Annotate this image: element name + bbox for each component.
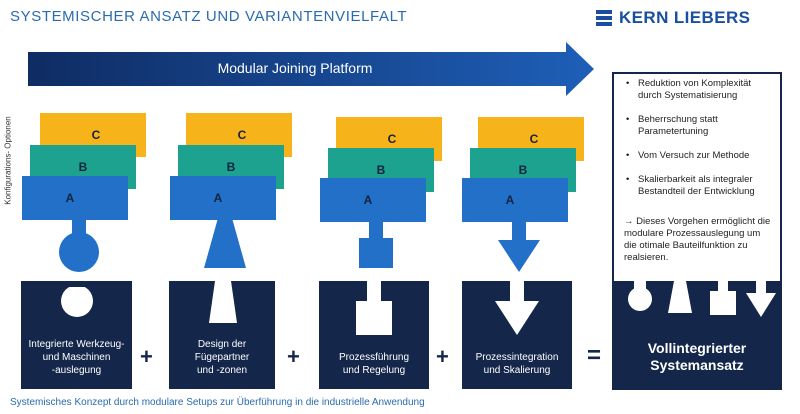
option-c-letter: C — [387, 132, 397, 146]
square-stem-shape — [359, 220, 393, 268]
integrated-system-box: Vollintegrierter Systemansatz — [614, 281, 780, 388]
logo-text: KERN LIEBERS — [619, 8, 751, 27]
module-3-box: Prozessführung und Regelung — [319, 281, 429, 389]
plus-operator: + — [436, 344, 449, 369]
configuration-options-label: Konfigurations- Optionen — [3, 116, 13, 205]
option-b-letter: B — [78, 160, 88, 174]
equals-operator: = — [587, 342, 602, 369]
benefit-item: Skalierbarkeit als integraler Bestandtei… — [624, 174, 774, 198]
option-a-letter: A — [363, 193, 373, 207]
platform-arrow — [28, 42, 594, 96]
result-panel: Reduktion von Komplexität durch Systemat… — [612, 72, 782, 390]
benefit-item: Beherrschung statt Parametertuning — [624, 114, 774, 138]
option-b-letter: B — [226, 160, 236, 174]
logo-stripes-icon — [596, 10, 612, 26]
benefit-item: Reduktion von Komplexität durch Systemat… — [624, 78, 774, 102]
plus-operator: + — [287, 344, 300, 369]
option-c-letter: C — [529, 132, 539, 146]
result-label: Vollintegrierter Systemansatz — [647, 340, 747, 373]
footer-caption: Systemisches Konzept durch modulare Setu… — [10, 397, 425, 408]
square-slot-icon — [356, 281, 392, 335]
option-b-letter: B — [518, 163, 528, 177]
module-1-label: Integrierte Werkzeug- und Maschinen -aus… — [28, 339, 125, 376]
module-2-option-a: A — [170, 176, 276, 220]
page-title: SYSTEMISCHER ANSATZ UND VARIANTENVIELFAL… — [10, 8, 408, 25]
option-b-letter: B — [376, 163, 386, 177]
circle-stem-shape — [59, 218, 99, 272]
platform-arrow-label: Modular Joining Platform — [217, 60, 373, 76]
benefits-list: Reduktion von Komplexität durch Systemat… — [624, 78, 774, 210]
module-2-label: Design der Fügepartner und -zonen — [194, 339, 250, 376]
arrow-slot-icon — [495, 281, 539, 335]
module-1-box: Integrierte Werkzeug- und Maschinen -aus… — [21, 281, 132, 389]
module-3-label: Prozessführung und Regelung — [338, 352, 410, 376]
option-c-letter: C — [91, 128, 101, 142]
option-a-letter: A — [505, 193, 515, 207]
option-c-letter: C — [237, 128, 247, 142]
module-4-option-a: A — [462, 178, 568, 222]
trapezoid-slot-icon — [209, 281, 237, 323]
module-2-box: Design der Fügepartner und -zonen — [169, 281, 275, 389]
option-a-letter: A — [213, 191, 223, 205]
module-3-option-a: A — [320, 178, 426, 222]
circle-slot-icon — [61, 287, 93, 317]
kern-liebers-logo: KERN LIEBERS — [596, 7, 750, 29]
conclusion-text: → Dieses Vorgehen ermöglicht die modular… — [624, 216, 771, 263]
benefit-item: Vom Versuch zur Methode — [624, 150, 774, 162]
module-4-box: Prozessintegration und Skalierung — [462, 281, 572, 389]
module-1-option-a: A — [22, 176, 128, 220]
arrow-down-shape — [498, 220, 540, 272]
option-a-letter: A — [65, 191, 75, 205]
plus-operator: + — [140, 344, 153, 369]
trapezoid-shape — [204, 218, 246, 268]
module-4-label: Prozessintegration und Skalierung — [475, 352, 559, 376]
combined-slots-icon — [628, 281, 776, 317]
